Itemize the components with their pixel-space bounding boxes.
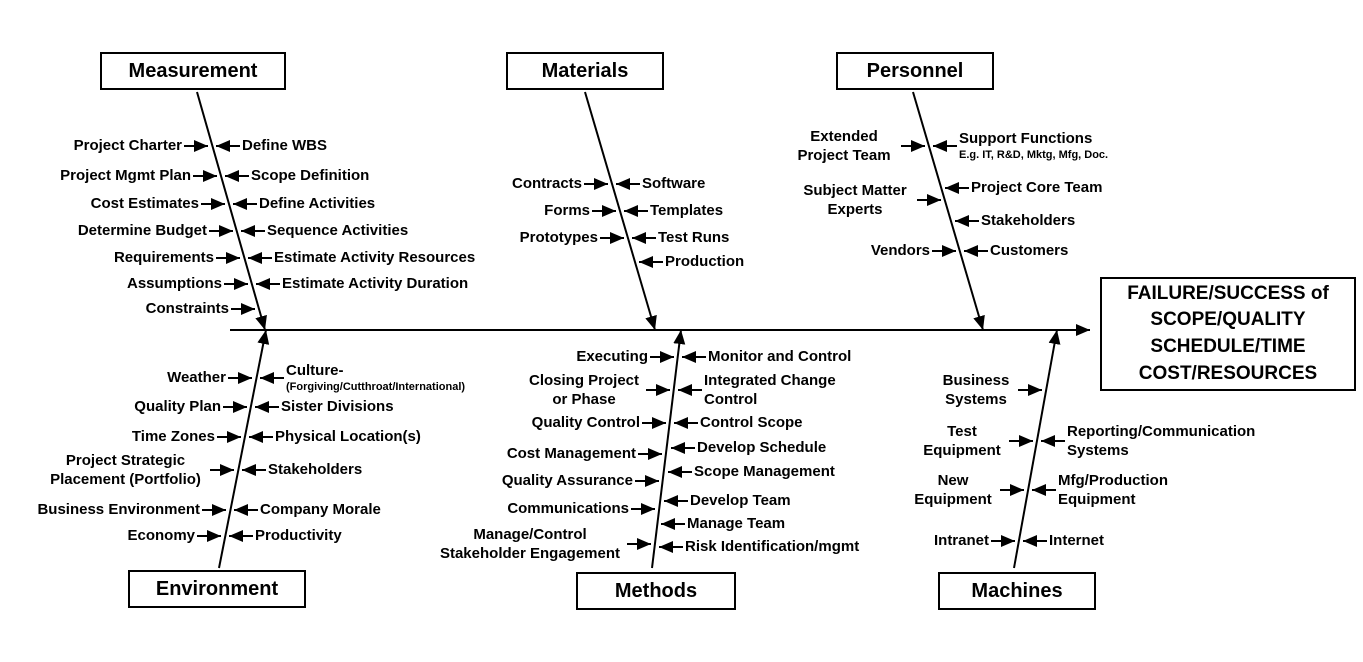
cause-label: Contracts	[511, 175, 582, 193]
cause-label: Assumptions	[126, 275, 222, 293]
cause-label: Closing Project or Phase	[528, 371, 640, 409]
cause-label: Quality Plan	[134, 398, 221, 416]
cause-label: Production	[665, 253, 745, 271]
cause-label: Subject Matter Experts	[803, 181, 907, 219]
cause-label: Time Zones	[131, 428, 215, 446]
cause-label: Risk Identification/mgmt	[685, 538, 860, 556]
cause-label: Determine Budget	[77, 222, 207, 240]
cause-label: Scope Definition	[251, 167, 370, 185]
cause-label: Project Charter	[73, 137, 182, 155]
category-box-environment: Environment	[128, 570, 306, 608]
cause-label-subtext: E.g. IT, R&D, Mktg, Mfg, Doc.	[959, 148, 1109, 161]
cause-label: Define WBS	[242, 137, 328, 155]
cause-label: Communications	[507, 500, 629, 518]
cause-label: Cost Estimates	[90, 195, 199, 213]
cause-label: Software	[642, 175, 706, 193]
cause-label: Requirements	[113, 249, 214, 267]
cause-label: Templates	[650, 202, 724, 220]
cause-label: Scope Management	[694, 463, 835, 481]
category-box-personnel: Personnel	[836, 52, 994, 90]
cause-label: Develop Team	[690, 492, 791, 510]
cause-label: Culture- (Forgiving/Cutthroat/Internatio…	[286, 358, 556, 398]
cause-label: Forms	[544, 202, 590, 220]
cause-label: Business Systems	[942, 371, 1010, 409]
cause-label: Extended Project Team	[797, 127, 891, 165]
cause-label: Estimate Activity Resources	[274, 249, 476, 267]
effect-line: SCOPE/QUALITY	[1150, 309, 1306, 331]
cause-label: Economy	[127, 527, 195, 545]
cause-label: Executing	[576, 348, 648, 366]
cause-label: Company Morale	[260, 501, 381, 519]
cause-label: Internet	[1049, 532, 1105, 550]
cause-label: Define Activities	[259, 195, 376, 213]
cause-label: Monitor and Control	[708, 348, 852, 366]
cause-label: Stakeholders	[981, 212, 1076, 230]
category-box-measurement: Measurement	[100, 52, 286, 90]
cause-label-subtext: (Forgiving/Cutthroat/International)	[286, 380, 466, 393]
cause-label: Mfg/Production Equipment	[1058, 471, 1168, 509]
cause-label: Business Environment	[37, 501, 200, 519]
cause-label: Weather	[167, 369, 226, 387]
cause-label: Estimate Activity Duration	[282, 275, 469, 293]
cause-label: Test Runs	[658, 229, 730, 247]
effect-line: FAILURE/SUCCESS of	[1127, 282, 1329, 304]
cause-label: Vendors	[870, 242, 930, 260]
cause-label: Cost Management	[506, 445, 636, 463]
cause-label: Intranet	[933, 532, 989, 550]
cause-label: Quality Assurance	[501, 472, 633, 490]
cause-label: Physical Location(s)	[275, 428, 421, 446]
cause-label: Stakeholders	[268, 461, 363, 479]
cause-label: Constraints	[145, 300, 229, 318]
cause-label: Integrated Change Control	[704, 371, 836, 409]
category-box-machines: Machines	[938, 572, 1096, 610]
cause-label: Test Equipment	[923, 422, 1001, 460]
cause-label: Manage Team	[687, 515, 786, 533]
cause-label: Project Core Team	[971, 179, 1103, 197]
effect-box: FAILURE/SUCCESS of SCOPE/QUALITY SCHEDUL…	[1100, 277, 1356, 391]
category-box-methods: Methods	[576, 572, 736, 610]
cause-label: Sequence Activities	[267, 222, 409, 240]
cause-label: Manage/Control Stakeholder Engagement	[439, 525, 621, 563]
cause-label: Prototypes	[519, 229, 598, 247]
cause-label: Reporting/Communication Systems	[1067, 422, 1256, 460]
cause-label-main: Culture-	[286, 362, 344, 380]
cause-label: Control Scope	[700, 414, 803, 432]
cause-label: Support Functions E.g. IT, R&D, Mktg, Mf…	[959, 126, 1219, 166]
category-box-materials: Materials	[506, 52, 664, 90]
cause-label: Project Mgmt Plan	[60, 167, 191, 185]
cause-label-main: Support Functions	[959, 130, 1093, 148]
effect-line: SCHEDULE/TIME	[1150, 336, 1306, 357]
cause-label: Quality Control	[531, 414, 640, 432]
effect-line: COST/RESOURCES	[1138, 362, 1318, 384]
cause-label: Sister Divisions	[281, 398, 394, 416]
cause-label: Customers	[990, 242, 1069, 260]
cause-label: Project Strategic Placement (Portfolio)	[50, 451, 201, 489]
cause-label: New Equipment	[914, 471, 992, 509]
cause-label: Develop Schedule	[697, 439, 827, 457]
cause-label: Productivity	[255, 527, 342, 545]
